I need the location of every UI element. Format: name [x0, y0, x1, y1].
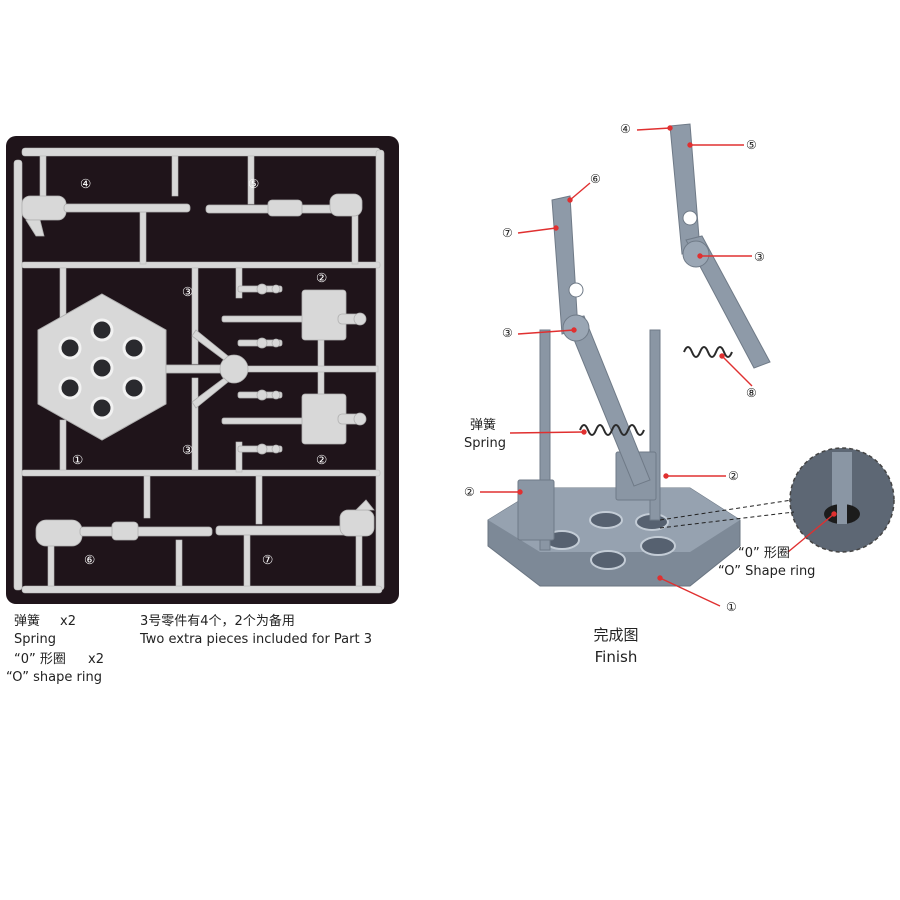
- sprue-part-6: [35, 519, 213, 547]
- assembly-oring-cn: “0” 形圈: [738, 546, 790, 561]
- callout-4: ④: [620, 122, 631, 136]
- sprue-part-1-hex-base: [37, 293, 167, 441]
- assembly-spring-cn: 弹簧: [470, 418, 497, 433]
- sprue-label-5: ⑤: [248, 176, 260, 191]
- callout-1: ①: [726, 600, 737, 614]
- assembled-left-clamp: [551, 195, 651, 487]
- sprue-frame: [13, 147, 385, 594]
- assembly-spring-en: Spring: [464, 436, 506, 451]
- sprue-part-4: [21, 195, 191, 237]
- callout-5: ⑤: [746, 138, 757, 152]
- sprue-label-3a: ③: [182, 284, 194, 299]
- sprue-label-2a: ②: [316, 270, 328, 285]
- oring-zoom-detail: [789, 447, 895, 553]
- callout-3-left: ③: [502, 326, 513, 340]
- note-extra-en: Two extra pieces included for Part 3: [140, 632, 372, 647]
- sprue-label-7: ⑦: [262, 552, 274, 567]
- note-oring-en: “O” shape ring: [6, 670, 102, 685]
- callout-7: ⑦: [502, 226, 513, 240]
- sprue-label-1: ①: [72, 452, 84, 467]
- sprue-part-7: [215, 499, 375, 537]
- callout-2-right: ②: [728, 469, 739, 483]
- note-spring-qty: x2: [60, 614, 76, 629]
- assembled-right-clamp: [669, 123, 771, 369]
- note-spring-en: Spring: [14, 632, 56, 647]
- zoom-connector-2: [659, 511, 795, 529]
- callout-6: ⑥: [590, 172, 601, 186]
- sprue-label-3b: ③: [182, 442, 194, 457]
- sprue-label-4: ④: [80, 176, 92, 191]
- sprue-part-5: [205, 193, 363, 217]
- sprue-part-2-plates: [301, 289, 367, 445]
- assembly-oring-en: “O” Shape ring: [718, 564, 816, 579]
- sprue-label-2b: ②: [316, 452, 328, 467]
- note-oring-qty: x2: [88, 652, 104, 667]
- finish-caption-cn: 完成图: [593, 626, 639, 644]
- note-spring-cn: 弹簧: [14, 614, 41, 629]
- callout-8: ⑧: [746, 386, 757, 400]
- finish-caption-en: Finish: [594, 648, 638, 666]
- note-oring-cn: “0” 形圈: [14, 652, 66, 667]
- sprue-hub: [165, 329, 249, 409]
- sprue-label-6: ⑥: [84, 552, 96, 567]
- note-extra-cn: 3号零件有4个，2个为备用: [140, 614, 295, 629]
- callout-2-left: ②: [464, 485, 475, 499]
- assembled-springs: [579, 346, 733, 436]
- leader-lines: [480, 125, 837, 607]
- callout-3-right: ③: [754, 250, 765, 264]
- zoom-connector: [659, 499, 793, 521]
